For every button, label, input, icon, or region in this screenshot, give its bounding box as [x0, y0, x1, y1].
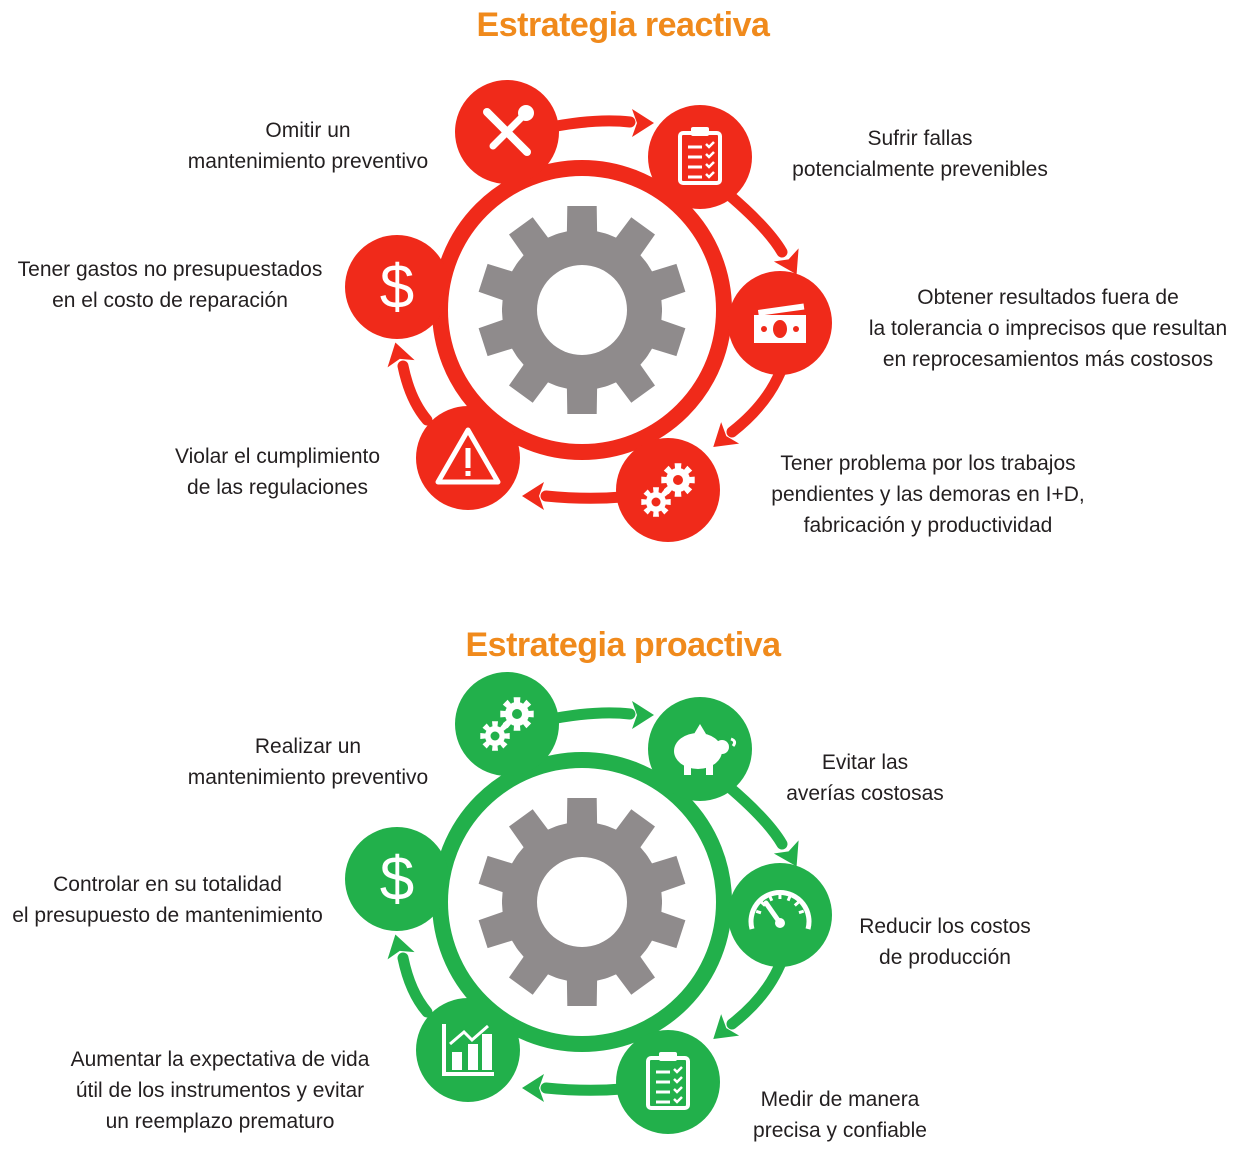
- proactive-step-1-node: [455, 672, 559, 776]
- proactive-cycle-arrow-5: [397, 952, 433, 1018]
- proactive-step-6-node: $: [345, 827, 449, 931]
- reactive-step-4-node: [616, 438, 720, 542]
- proactive-cycle-arrow-3: [726, 954, 788, 1030]
- proactive-arrowhead-4: [522, 1074, 544, 1102]
- proactive-step-2-node: [648, 697, 752, 801]
- proactive-step-5-node: [416, 998, 520, 1102]
- reactive-cycle-arrow-3: [726, 362, 788, 438]
- reactive-step-6-node: $: [345, 235, 449, 339]
- reactive-cycle-arrow-5: [397, 360, 433, 426]
- svg-text:$: $: [380, 253, 414, 322]
- reactive-step-2-node: [648, 105, 752, 209]
- proactive-cycle-diagram: $: [345, 672, 832, 1134]
- reactive-arrowhead-5: [387, 342, 415, 368]
- money-bill-icon: [754, 303, 806, 343]
- reactive-step-1-node: [455, 80, 559, 184]
- reactive-arrowhead-4: [522, 482, 544, 510]
- proactive-cycle-arrow-4: [540, 1082, 628, 1096]
- dollar-icon: $: [380, 845, 414, 914]
- reactive-cycle-diagram: $: [345, 80, 832, 542]
- svg-text:$: $: [380, 845, 414, 914]
- piggy-bank-icon: [674, 724, 737, 775]
- reactive-arrowhead-2: [773, 248, 799, 275]
- central-gear-hole: [537, 857, 627, 947]
- warning-icon: [435, 427, 501, 485]
- clipboard-checklist-icon: [646, 1052, 690, 1110]
- proactive-cycle-arrow-2: [722, 780, 788, 850]
- proactive-arrowhead-2: [773, 840, 799, 867]
- gears-icon: [480, 697, 534, 751]
- tools-icon: [483, 105, 534, 156]
- reactive-step-3-node: [728, 271, 832, 375]
- reactive-cycle-arrow-2: [722, 188, 788, 258]
- growth-chart-icon: [442, 1024, 494, 1076]
- proactive-step-4-node: [616, 1030, 720, 1134]
- clipboard-checklist-icon: [678, 127, 722, 185]
- proactive-arrowhead-5: [387, 934, 415, 960]
- gauge-icon: [748, 889, 812, 930]
- proactive-strategy-title: Estrategia proactiva: [465, 626, 781, 664]
- proactive-step-3-node: [728, 863, 832, 967]
- dollar-icon: $: [380, 253, 414, 322]
- reactive-arrowhead-3: [713, 422, 740, 447]
- proactive-arrowhead-1: [632, 701, 654, 729]
- reactive-arrowhead-1: [632, 109, 654, 137]
- central-gear-hole: [537, 265, 627, 355]
- reactive-step-5-node: [416, 406, 520, 510]
- gears-icon: [641, 463, 695, 517]
- reactive-cycle-arrow-4: [540, 490, 628, 504]
- proactive-arrowhead-3: [713, 1014, 740, 1039]
- reactive-strategy-title: Estrategia reactiva: [476, 6, 770, 44]
